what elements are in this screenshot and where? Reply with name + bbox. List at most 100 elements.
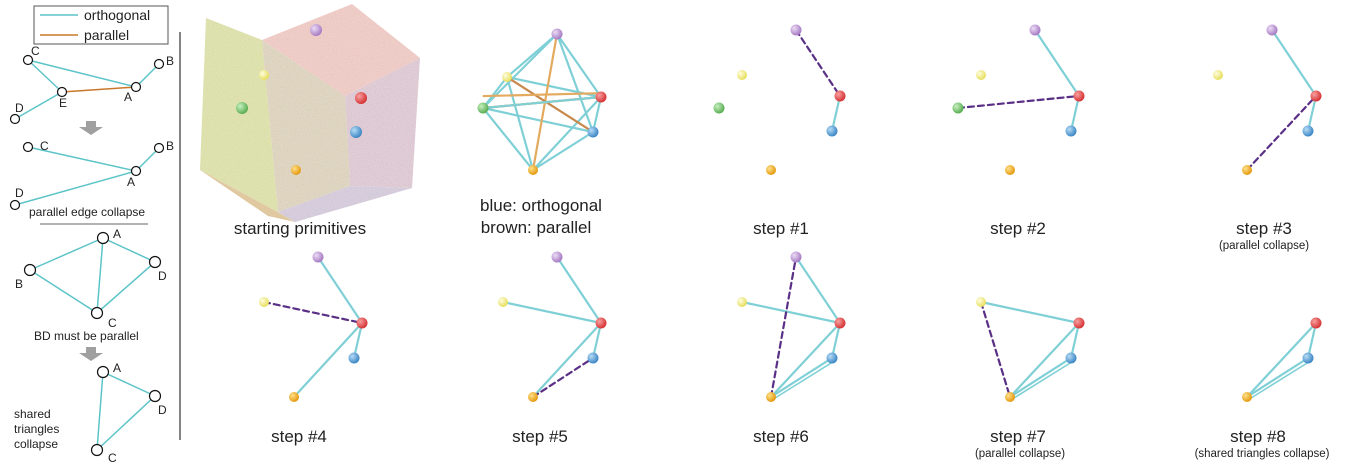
node-A <box>96 231 110 245</box>
node-red <box>1310 90 1322 102</box>
node-orange <box>1005 165 1015 175</box>
node-C <box>22 141 34 153</box>
node-orange <box>528 392 538 402</box>
edge-orthogonal <box>1069 94 1081 133</box>
node-green <box>952 102 964 114</box>
node-orange <box>1005 392 1015 402</box>
node-blue <box>826 125 838 137</box>
fig4-label-D: D <box>158 403 167 417</box>
node-blue <box>1302 125 1314 137</box>
node-blue <box>826 352 838 364</box>
edge-A-C <box>96 371 104 451</box>
edge-C-A <box>27 59 137 88</box>
primitive-orange <box>291 165 301 175</box>
edge-A-C <box>96 237 104 314</box>
edge-orthogonal <box>979 300 1081 325</box>
left-fig-2 <box>9 141 165 211</box>
caption-starting-primitives: starting primitives <box>234 219 366 238</box>
node-C <box>22 54 34 66</box>
node-purple <box>551 251 563 263</box>
primitive-purple <box>310 24 322 36</box>
edge-C-E <box>27 59 63 93</box>
edge-D-C <box>96 395 156 451</box>
left-fig-1 <box>9 54 165 125</box>
edge-E-A <box>61 86 137 93</box>
fig3-label-B: B <box>15 277 23 291</box>
fig2-label-B: B <box>166 139 174 153</box>
edge-parallel <box>482 92 602 98</box>
fig2-label-C: C <box>40 139 49 153</box>
edge-orthogonal <box>1008 356 1073 399</box>
node-yellow <box>498 297 508 307</box>
point-cloud-noise <box>200 4 420 222</box>
fig3-caption: BD must be parallel <box>34 329 139 343</box>
node-red <box>595 317 607 329</box>
caption-graph-line1: blue: orthogonal <box>480 196 602 215</box>
fig1-label-A: A <box>124 90 132 104</box>
node-yellow <box>737 70 747 80</box>
node-C <box>90 443 104 457</box>
node-C <box>90 306 104 320</box>
node-blue <box>587 126 599 138</box>
node-purple <box>1029 24 1041 36</box>
edge-orthogonal <box>830 321 842 360</box>
edge-orthogonal <box>555 255 603 325</box>
caption-step-5: step #5 <box>512 427 568 446</box>
node-purple <box>312 251 324 263</box>
step-3-panel <box>1213 24 1322 175</box>
node-B <box>23 263 37 277</box>
node-blue <box>587 352 599 364</box>
node-red <box>834 90 846 102</box>
edge-candidate-dashed <box>956 94 1081 110</box>
step-1-panel <box>713 24 846 175</box>
node-red <box>595 91 607 103</box>
step-2-panel <box>952 24 1085 175</box>
edge-orthogonal <box>1033 28 1081 98</box>
edge-candidate-dashed <box>1245 94 1318 172</box>
primitive-blue <box>350 126 362 138</box>
edge-orthogonal <box>794 255 842 325</box>
fig4-caption-line2: triangles <box>14 422 59 436</box>
node-blue <box>1065 352 1077 364</box>
edge-D-A <box>14 170 137 206</box>
node-orange <box>528 165 538 175</box>
edge-orthogonal <box>1013 359 1076 399</box>
step-4-panel <box>259 251 368 402</box>
edge-A-D <box>102 371 156 397</box>
edge-candidate-dashed <box>262 300 364 325</box>
fig1-label-B: B <box>166 54 174 68</box>
edge-D-C <box>96 261 156 314</box>
edge-orthogonal <box>1306 321 1318 360</box>
edge-orthogonal <box>352 321 364 360</box>
fig1-label-D: D <box>15 101 24 115</box>
left-fig-4 <box>90 365 162 457</box>
graph-panel <box>477 28 607 175</box>
fig1-label-C: C <box>31 44 40 58</box>
node-yellow <box>502 72 512 82</box>
edge-orthogonal <box>591 321 603 360</box>
node-purple <box>1266 24 1278 36</box>
edge-candidate-dashed <box>769 255 798 399</box>
edge-orthogonal <box>316 255 364 325</box>
caption-step-3: step #3 <box>1236 219 1292 238</box>
fig2-caption: parallel edge collapse <box>29 205 145 219</box>
edge-orthogonal <box>1250 359 1313 399</box>
starting-primitives-cube <box>200 4 420 222</box>
node-yellow <box>976 297 986 307</box>
caption-graph-line2: brown: parallel <box>481 218 592 237</box>
node-purple <box>551 28 563 40</box>
caption-step-1: step #1 <box>753 219 809 238</box>
down-arrow-icon <box>79 347 103 361</box>
primitive-yellow <box>259 70 269 80</box>
subcaption-step-7: (parallel collapse) <box>975 448 1065 460</box>
subcaption-step-3: (parallel collapse) <box>1219 240 1309 252</box>
node-B <box>153 58 165 70</box>
node-purple <box>790 24 802 36</box>
node-yellow <box>737 297 747 307</box>
edge-orthogonal <box>481 95 603 110</box>
down-arrow-icon <box>79 121 103 135</box>
edge-orthogonal <box>769 356 834 399</box>
fig4-label-A: A <box>113 361 121 375</box>
edge-A-B <box>29 237 104 271</box>
edge-orthogonal <box>1245 356 1310 399</box>
